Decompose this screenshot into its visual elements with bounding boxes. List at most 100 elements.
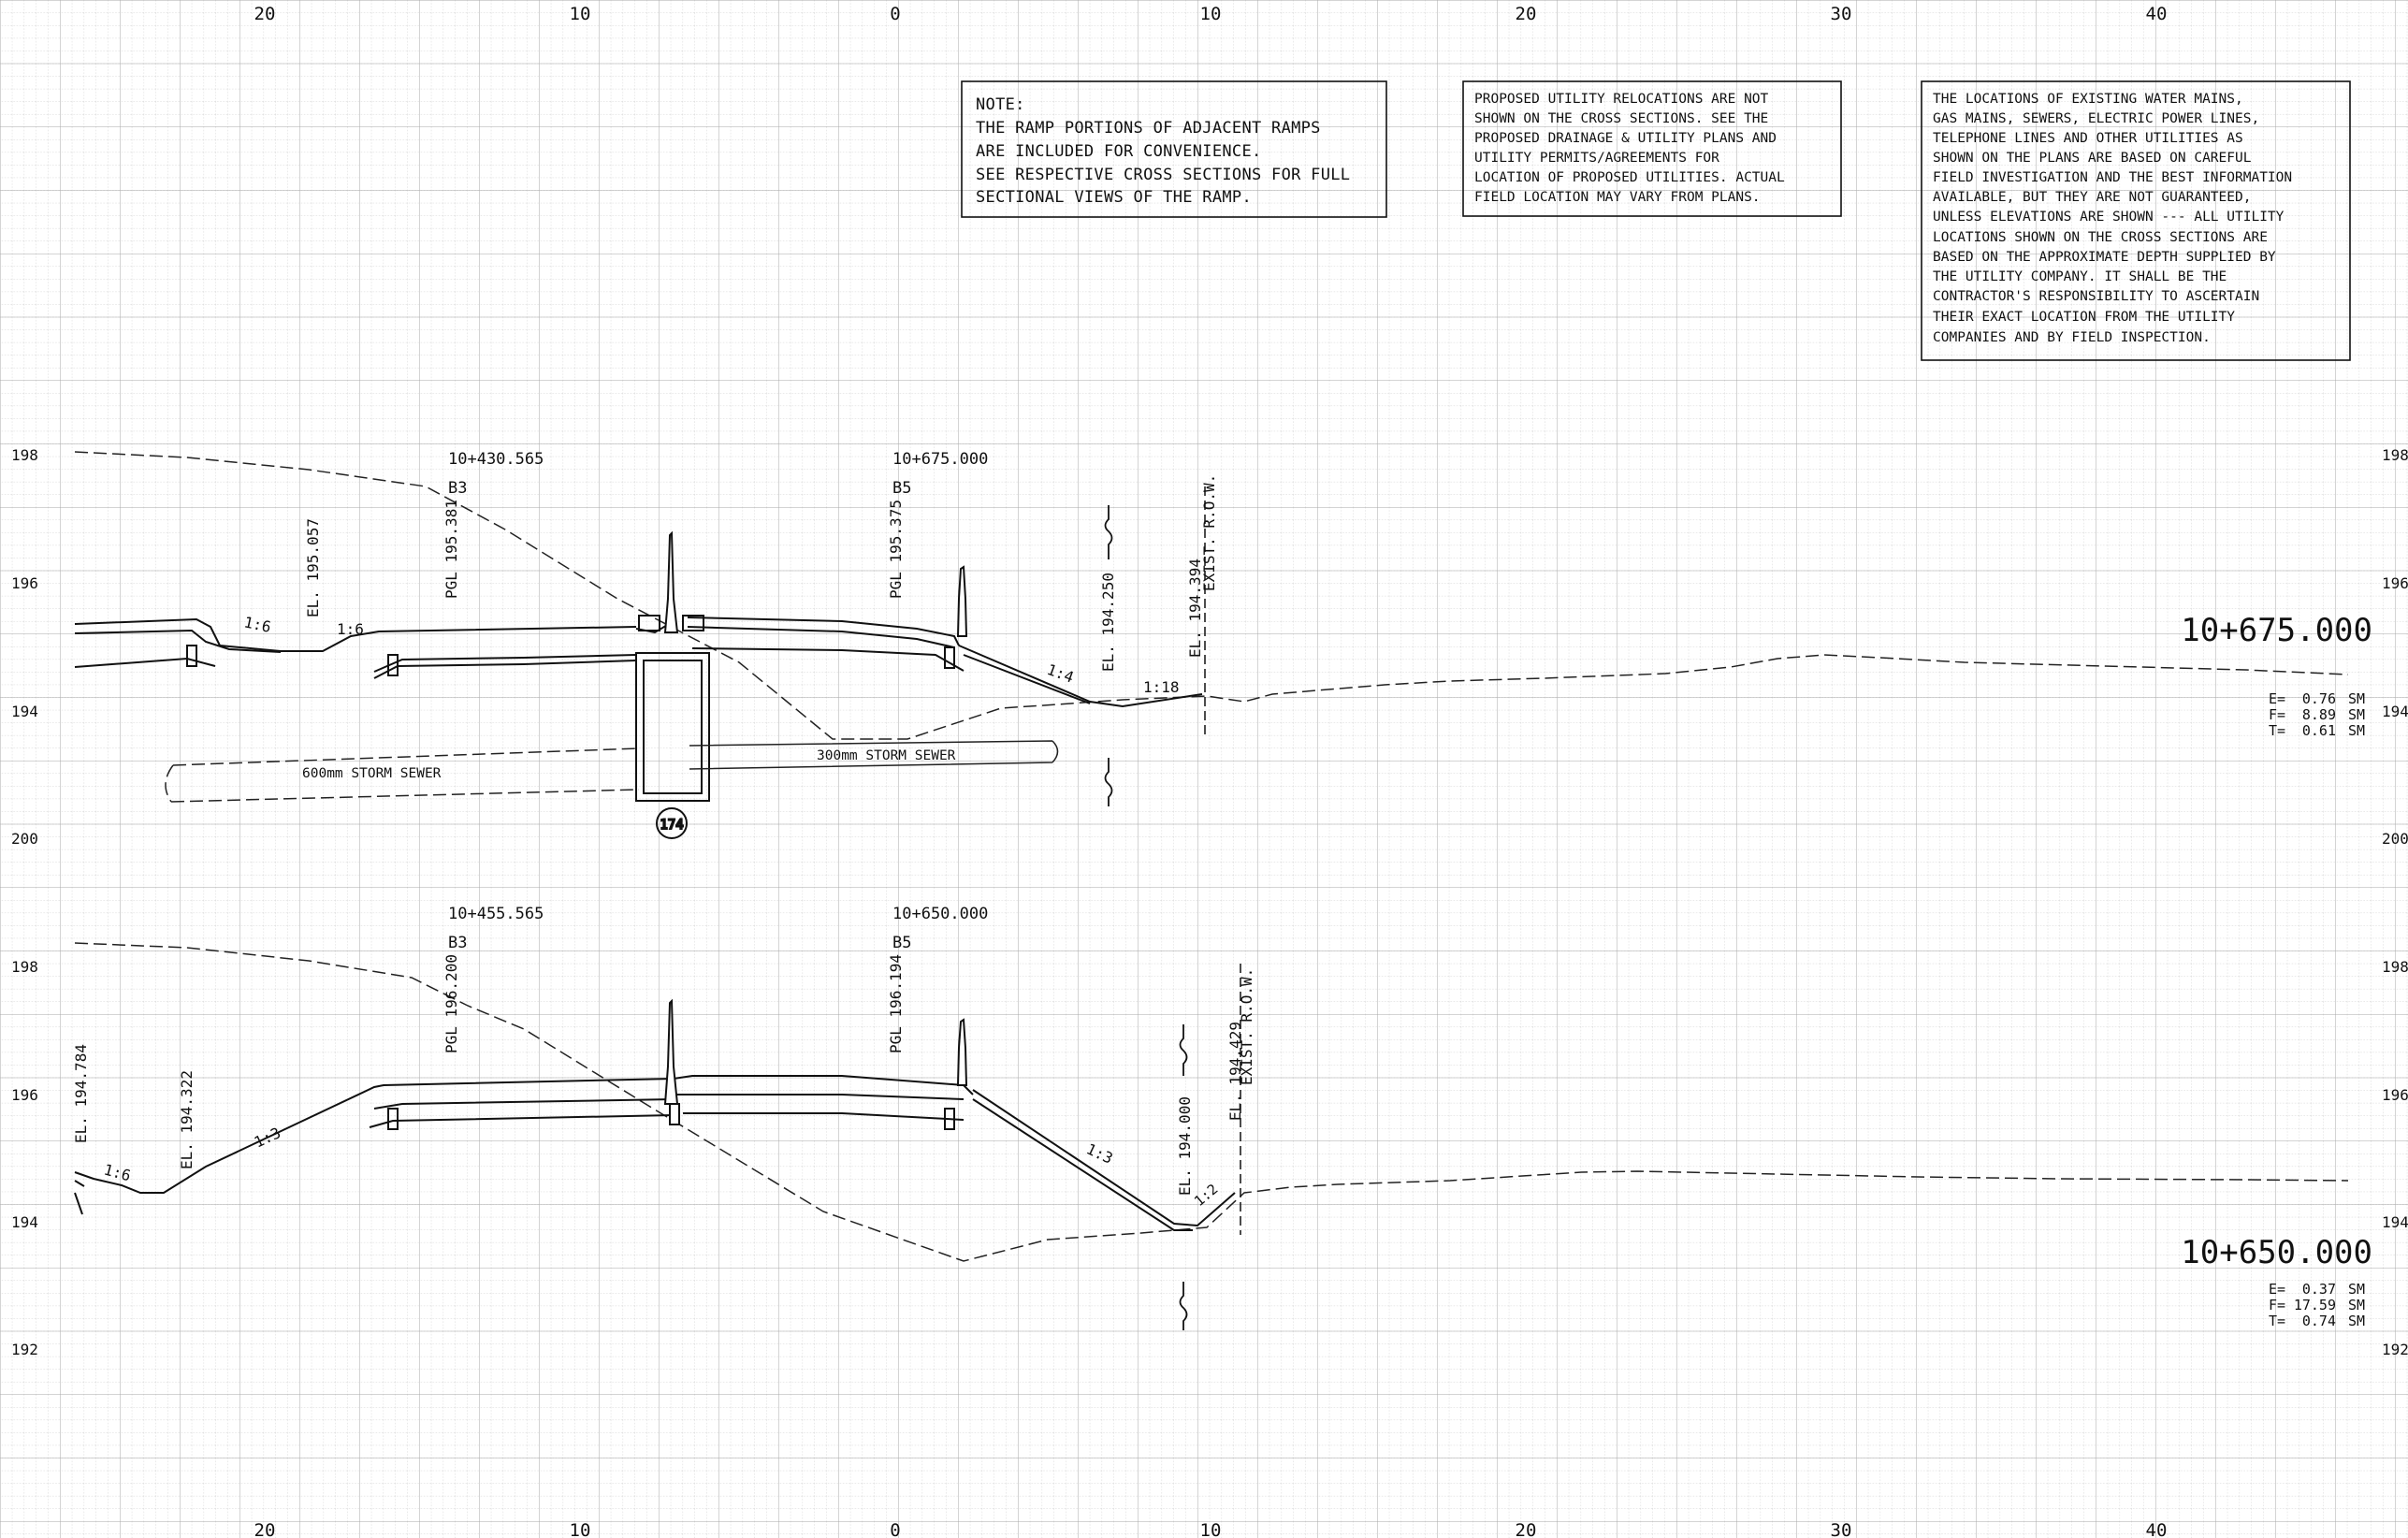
ramp-station-label: 10+455.565 [448, 905, 544, 923]
note-line: SECTIONAL VIEWS OF THE RAMP. [976, 188, 1252, 207]
quantity-unit: SM [2348, 722, 2365, 739]
offset-tick: 20 [254, 4, 276, 24]
offset-tick: 10 [1200, 1520, 1222, 1538]
ramp-code-label: B3 [448, 479, 467, 498]
note-line: PROPOSED DRAINAGE & UTILITY PLANS AND [1474, 131, 1777, 146]
elevation-label: EL. 194.784 [72, 1044, 90, 1143]
quantity-label: E= [2269, 1281, 2285, 1298]
elevation-tick: 194 [2382, 703, 2408, 720]
quantity-unit: SM [2348, 1297, 2365, 1313]
elevation-tick: 196 [11, 1086, 38, 1104]
elevation-tick: 194 [11, 703, 38, 720]
note-line: SEE RESPECTIVE CROSS SECTIONS FOR FULL [976, 166, 1350, 184]
quantity-label: F= [2269, 1297, 2285, 1313]
slope-label: 1:6 [337, 620, 364, 638]
elevation-tick: 194 [11, 1213, 38, 1231]
quantity-label: T= [2269, 722, 2285, 739]
elevation-tick: 194 [2382, 1213, 2408, 1231]
break-symbol [1104, 505, 1113, 806]
quantity-value: 0.61 [2302, 722, 2336, 739]
ramp-left-profile [74, 617, 637, 679]
offset-tick: 40 [2146, 4, 2168, 24]
main-station-label: 10+650.000 [892, 905, 988, 923]
note-line: THE RAMP PORTIONS OF ADJACENT RAMPS [976, 119, 1321, 138]
manhole-structure: 174 [635, 615, 710, 839]
pgl-label: PGL 195.381 [442, 500, 460, 599]
note-line: TELEPHONE LINES AND OTHER UTILITIES AS [1933, 131, 2243, 146]
quantity-label: T= [2269, 1313, 2285, 1329]
elevation-label: EL. 194.429 [1226, 1022, 1244, 1121]
offset-scale-top: 20 10 0 10 20 30 40 [254, 4, 2168, 24]
note-line: NOTE: [976, 95, 1025, 114]
elevation-tick: 198 [2382, 958, 2408, 976]
storm-sewer-600-label: 600mm STORM SEWER [302, 766, 442, 781]
structure-callout-circle [656, 807, 688, 839]
quantity-value: 0.74 [2302, 1313, 2336, 1329]
main-road-profile [673, 1075, 1236, 1231]
offset-tick: 40 [2146, 1520, 2168, 1538]
existing-ground-line [74, 451, 2349, 740]
existing-utilities-note: THE LOCATIONS OF EXISTING WATER MAINS, G… [1921, 80, 2351, 361]
median-barrier [663, 998, 968, 1125]
ramp-code-label: B3 [448, 934, 467, 952]
note-line: CONTRACTOR'S RESPONSIBILITY TO ASCERTAIN [1933, 289, 2259, 304]
note-line: LOCATION OF PROPOSED UTILITIES. ACTUAL [1474, 170, 1785, 185]
note-line: SHOWN ON THE PLANS ARE BASED ON CAREFUL [1933, 151, 2252, 166]
storm-sewer-300 [689, 740, 1059, 770]
median-barrier [663, 530, 968, 637]
elevation-tick: 200 [2382, 830, 2408, 848]
offset-tick: 10 [570, 1520, 591, 1538]
elevation-tick: 192 [2382, 1341, 2408, 1358]
ramp-left-profile [74, 1078, 675, 1215]
elevation-tick: 198 [11, 446, 38, 464]
offset-tick: 20 [1516, 4, 1537, 24]
offset-tick: 0 [890, 4, 900, 24]
note-line: GAS MAINS, SEWERS, ELECTRIC POWER LINES, [1933, 111, 2259, 126]
utility-relocation-note: PROPOSED UTILITY RELOCATIONS ARE NOT SHO… [1462, 80, 1842, 217]
elevation-label: EL. 194.250 [1099, 573, 1117, 672]
ramp-note: NOTE: THE RAMP PORTIONS OF ADJACENT RAMP… [961, 80, 1387, 218]
quantity-value: 0.37 [2302, 1281, 2336, 1298]
offset-scale-bottom: 20 10 0 10 20 30 40 [254, 1520, 2168, 1538]
elevation-tick: 200 [11, 830, 38, 848]
quantity-value: 0.76 [2302, 690, 2336, 707]
main-code-label: B5 [892, 479, 911, 498]
elevation-label: EL. 194.322 [178, 1070, 196, 1169]
note-line: LOCATIONS SHOWN ON THE CROSS SECTIONS AR… [1933, 230, 2268, 245]
quantity-unit: SM [2348, 1281, 2365, 1298]
pgl-label: PGL 196.194 [887, 954, 905, 1053]
note-line: FIELD LOCATION MAY VARY FROM PLANS. [1474, 190, 1761, 205]
main-road-profile [635, 617, 1203, 708]
note-line: ARE INCLUDED FOR CONVENIENCE. [976, 142, 1262, 161]
elevation-label: EL. 194.394 [1186, 559, 1204, 658]
note-line: UTILITY PERMITS/AGREEMENTS FOR [1474, 151, 1719, 166]
pgl-label: PGL 196.200 [442, 954, 460, 1053]
section-station-title: 10+675.000 [2181, 612, 2372, 649]
elevation-tick: 198 [2382, 446, 2408, 464]
note-line: BASED ON THE APPROXIMATE DEPTH SUPPLIED … [1933, 250, 2276, 265]
quantity-unit: SM [2348, 1313, 2365, 1329]
section-station-title: 10+650.000 [2181, 1234, 2372, 1271]
main-code-label: B5 [892, 934, 911, 952]
quantity-value: 17.59 [2294, 1297, 2336, 1313]
note-line: THE UTILITY COMPANY. IT SHALL BE THE [1933, 269, 2227, 284]
main-station-label: 10+675.000 [892, 450, 988, 469]
quantity-value: 8.89 [2302, 706, 2336, 723]
offset-tick: 10 [1200, 4, 1222, 24]
pgl-label: PGL 195.375 [887, 500, 905, 599]
elevation-label: EL. 195.057 [304, 518, 322, 617]
elevation-tick: 196 [2382, 1086, 2408, 1104]
offset-tick: 10 [570, 4, 591, 24]
offset-tick: 30 [1831, 1520, 1852, 1538]
note-line: UNLESS ELEVATIONS ARE SHOWN --- ALL UTIL… [1933, 210, 2285, 225]
elevation-tick: 196 [2382, 574, 2408, 592]
storm-sewer-600 [165, 747, 640, 803]
earthwork-quantities: E= 0.76 SM F= 8.89 SM T= 0.61 SM [2269, 690, 2365, 739]
note-line: AVAILABLE, BUT THEY ARE NOT GUARANTEED, [1933, 190, 2251, 205]
elevation-tick: 196 [11, 574, 38, 592]
note-line: COMPANIES AND BY FIELD INSPECTION. [1933, 330, 2211, 345]
row-label: EXIST. R.O.W. [1200, 474, 1218, 591]
quantity-label: E= [2269, 690, 2285, 707]
